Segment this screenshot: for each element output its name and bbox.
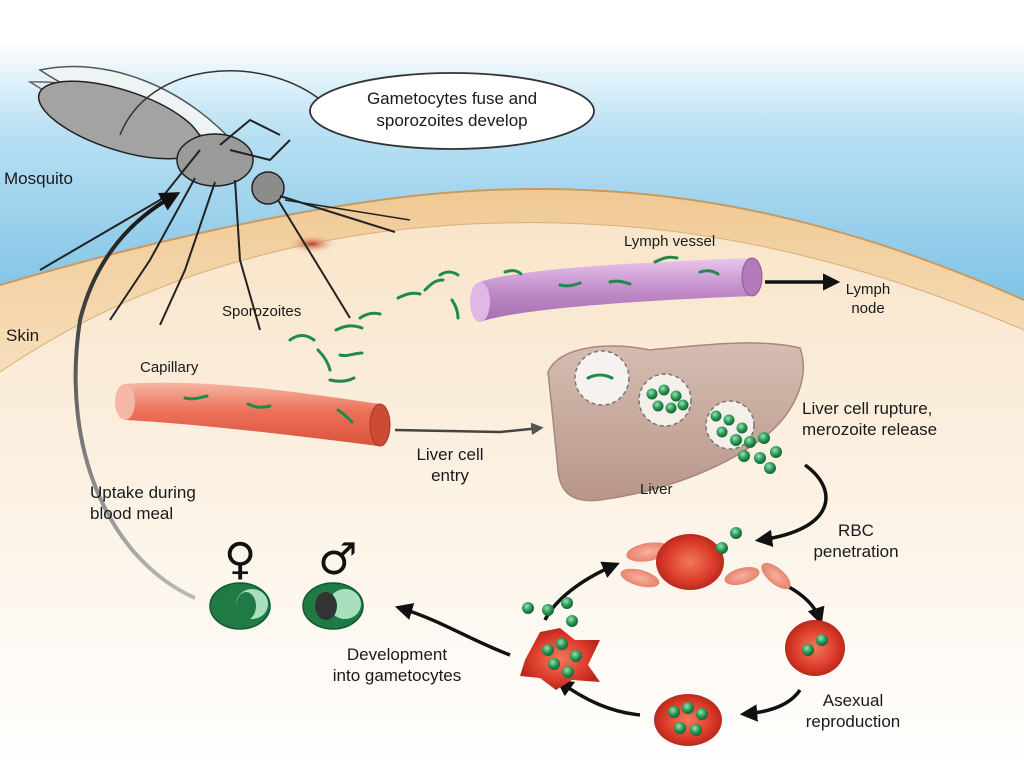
- flow-arrows: [73, 192, 841, 722]
- bite-mark: [288, 235, 336, 253]
- label-rbc-1: RBC: [838, 521, 874, 540]
- label-liver-entry-2: entry: [431, 466, 469, 485]
- label-asexual-reproduction: Asexual reproduction: [790, 690, 916, 732]
- sky-region: [0, 40, 1024, 300]
- label-uptake-2: blood meal: [90, 504, 174, 523]
- male-symbol-icon: ♂: [318, 534, 358, 585]
- label-sporozoites: Sporozoites: [222, 303, 302, 320]
- label-lymph-node-2: node: [851, 300, 885, 317]
- label-development-2: into gametocytes: [332, 666, 462, 685]
- mosquito-illustration: [27, 65, 411, 331]
- rbc-infected-ring: [656, 534, 724, 590]
- label-asexual-2: reproduction: [805, 712, 901, 731]
- label-mosquito: Mosquito: [4, 169, 73, 188]
- callout-pointer: [119, 70, 319, 136]
- label-uptake-1: Uptake during: [90, 483, 196, 502]
- sporozoites: [183, 255, 720, 424]
- label-liver-rupture: Liver cell rupture, merozoite release: [802, 398, 937, 440]
- rbc-trophozoite: [785, 620, 845, 676]
- label-lymph-node-1: Lymph: [845, 281, 891, 298]
- rbc-ruptured: [520, 628, 600, 690]
- callout-line-2: sporozoites develop: [376, 111, 528, 130]
- label-liver-entry-1: Liver cell: [416, 445, 484, 464]
- skin-surface-line: [0, 187, 1024, 301]
- label-development: Development into gametocytes: [312, 644, 482, 686]
- arrow-cycle-3: [555, 678, 641, 717]
- callout-text: Gametocytes fuse and sporozoites develop: [312, 88, 592, 132]
- skin-layer: [0, 188, 1024, 372]
- rbc-schizont: [654, 694, 722, 746]
- dermis-line: [0, 222, 1024, 373]
- label-rupture-2: merozoite release: [802, 420, 938, 439]
- arrow-cycle-2: [739, 688, 802, 722]
- gametocytes: [209, 582, 364, 630]
- label-liver-cell-entry: Liver cell entry: [400, 444, 500, 486]
- arrow-rbc-penetration: [754, 463, 828, 548]
- label-rbc-penetration: RBC penetration: [800, 520, 912, 562]
- arrow-blood-meal-uptake: [73, 192, 196, 600]
- label-lymph-node: Lymph node: [838, 280, 898, 318]
- liver-merozoites: [646, 384, 782, 474]
- arrow-liver-entry: [394, 422, 544, 436]
- callout-bubble: [309, 72, 595, 150]
- rbc-cycle: [520, 527, 845, 746]
- lymph-vessel: [470, 257, 763, 322]
- label-asexual-1: Asexual: [822, 691, 884, 710]
- label-skin: Skin: [6, 326, 40, 345]
- label-liver: Liver: [640, 481, 673, 498]
- liver-cell-sporozoite: [574, 350, 630, 406]
- female-symbol-icon: ♀: [224, 534, 257, 585]
- label-uptake: Uptake during blood meal: [90, 482, 196, 524]
- label-development-1: Development: [346, 645, 448, 664]
- label-rupture-1: Liver cell rupture,: [802, 399, 933, 418]
- liver-cell-schizont: [638, 373, 692, 427]
- label-rbc-2: penetration: [813, 542, 899, 561]
- label-capillary: Capillary: [140, 359, 199, 376]
- arrow-gametocyte-development: [394, 603, 511, 657]
- label-lymph-vessel: Lymph vessel: [624, 233, 716, 250]
- callout-line-1: Gametocytes fuse and: [366, 89, 538, 108]
